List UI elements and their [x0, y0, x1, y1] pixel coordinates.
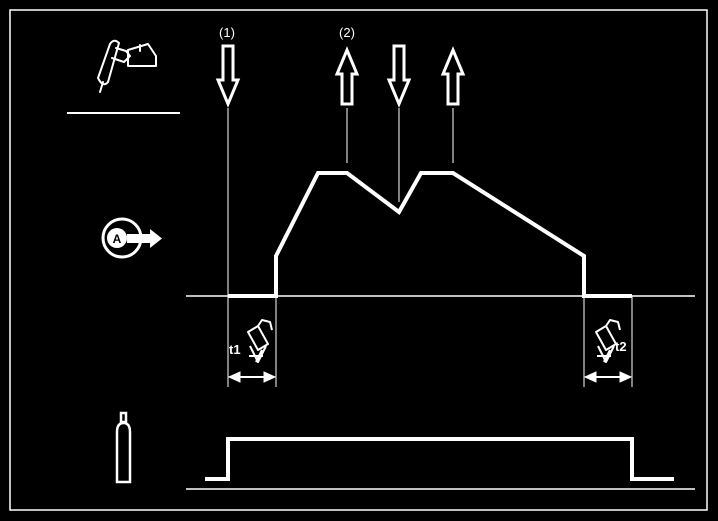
- pre-gas-valve-icon: [247, 319, 273, 363]
- current-waveform: [228, 171, 632, 298]
- t1-label: t1: [229, 342, 241, 357]
- welding-torch-icon: [97, 39, 157, 93]
- arrow-down-3-icon: [386, 44, 412, 108]
- marker-1: (1): [219, 25, 235, 40]
- diagram-frame: [9, 9, 708, 511]
- event-guides: [227, 108, 633, 387]
- arrow-up-4-icon: [440, 46, 466, 106]
- marker-2: (2): [339, 25, 355, 40]
- post-gas-valve-icon: [595, 319, 621, 363]
- t2-span-arrow: [583, 371, 633, 383]
- arrow-down-1-icon: [215, 44, 241, 108]
- trigger-arrows: [215, 44, 466, 108]
- arrow-up-2-icon: [334, 46, 360, 106]
- current-output-icon: A: [101, 217, 162, 259]
- t2-label: t2: [615, 339, 627, 354]
- gas-waveform: [205, 437, 674, 481]
- gas-cylinder-icon: [115, 411, 132, 484]
- t1-span-arrow: [227, 371, 277, 383]
- current-letter: A: [113, 232, 122, 246]
